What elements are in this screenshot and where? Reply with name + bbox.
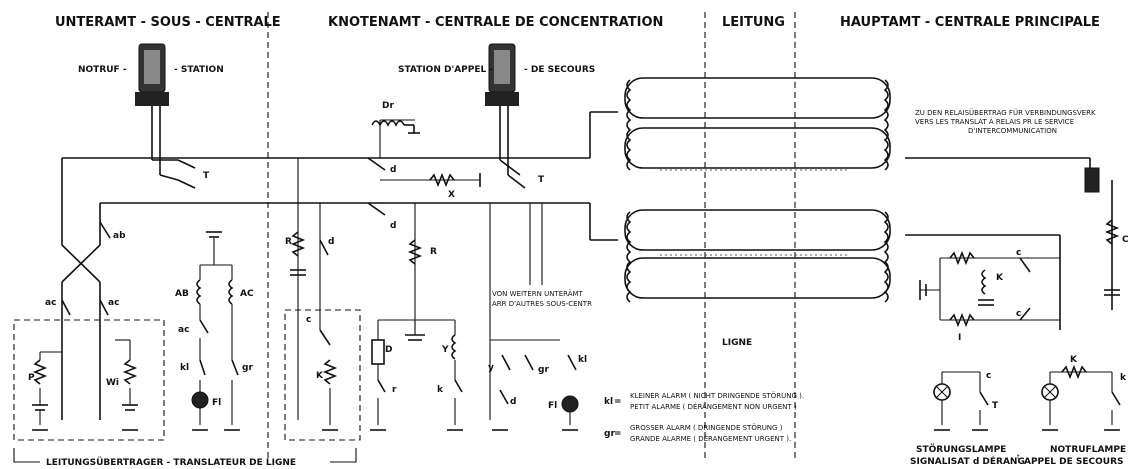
from-other-de: VON WEITERN UNTERÄMT xyxy=(492,289,584,298)
header-main-exchange: HAUPTAMT - CENTRALE PRINCIPALE xyxy=(840,15,1100,30)
header-junction: KNOTENAMT - CENTRALE DE CONCENTRATION xyxy=(328,15,663,30)
lamp-stoerung xyxy=(933,371,989,425)
notruf-station-phone xyxy=(135,43,169,175)
label-y: y xyxy=(488,363,494,373)
legend-eq-gr: = xyxy=(614,429,622,439)
relay-D-Y xyxy=(371,319,463,425)
label-ac-mid: ac xyxy=(178,325,189,335)
label-Y: Y xyxy=(441,345,449,355)
label-ac-left: ac xyxy=(45,298,56,308)
lamp-notruf xyxy=(1041,364,1121,425)
alarm-center xyxy=(490,339,579,425)
junction-translator-box xyxy=(284,309,361,441)
stoerung-fr: SIGNALISAT d DÉRANG xyxy=(910,455,1025,467)
label-ab: ab xyxy=(113,231,126,241)
relay-note-de: ZU DEN RELAISÜBERTRAG FÜR VERBINDUNGSVER… xyxy=(915,108,1096,117)
label-Fl-left: Fl xyxy=(212,398,221,408)
label-c-right-bot: c xyxy=(1016,309,1021,319)
header-sub-station: UNTERAMT - SOUS - CENTRALE xyxy=(55,15,281,30)
header-line: LEITUNG xyxy=(722,15,785,30)
label-AB: AB xyxy=(175,289,189,299)
label-Fl-center: Fl xyxy=(548,401,557,411)
label-C: C xyxy=(1122,235,1129,245)
label-c-left: c xyxy=(306,315,311,325)
label-d-top: d xyxy=(390,165,396,175)
stoerung-sup: t xyxy=(1017,453,1020,461)
legend-kl-fr: PETIT ALARME ( DÉRANGEMENT NON URGENT ) xyxy=(630,402,797,411)
label-d-center: d xyxy=(510,397,516,407)
line-transformers xyxy=(624,77,891,303)
label-I: I xyxy=(958,333,961,343)
switch-ab xyxy=(99,221,111,239)
label-d-mid: d xyxy=(390,221,396,231)
resistor-X xyxy=(429,172,481,188)
notruflampe-fr: APPEL DE SECOURS xyxy=(1024,457,1124,467)
legend-gr-key: gr xyxy=(604,429,615,439)
label-D: D xyxy=(385,345,392,355)
bottom-bracket-left xyxy=(13,448,357,463)
label-R-left: R xyxy=(285,237,292,247)
label-X: X xyxy=(448,190,455,200)
relay-K-left xyxy=(319,329,338,425)
legend-gr-de: GROSSER ALARM ( DRINGENDE STÖRUNG ) xyxy=(630,423,783,432)
resistor-R-mid xyxy=(407,239,423,265)
resistor-P xyxy=(32,351,62,425)
notruf-label-left: NOTRUF - xyxy=(78,65,127,75)
label-k-mid: k xyxy=(437,385,444,395)
line-translator-box xyxy=(13,319,165,441)
section-dividers xyxy=(267,12,796,460)
legend-gr-fr: GRANDE ALARME ( DÉRANGEMENT URGENT ). xyxy=(630,434,791,443)
label-Dr: Dr xyxy=(382,101,394,111)
resistor-Wi xyxy=(115,339,138,411)
label-T-left: T xyxy=(203,171,210,181)
legend-eq-kl: = xyxy=(614,397,622,407)
main-wiring xyxy=(61,111,1113,420)
label-K-right: K xyxy=(996,273,1004,283)
from-other-fr: ARR D'AUTRES SOUS-CENTR xyxy=(492,300,592,308)
label-kl-center: kl xyxy=(578,355,587,365)
label-d-left: d xyxy=(328,237,334,247)
label-c-right-top: c xyxy=(1016,248,1021,258)
switch-T-left xyxy=(152,159,196,189)
label-k-lamp: k xyxy=(1120,373,1127,383)
relay-note-fr2: D'INTERCOMMUNICATION xyxy=(968,127,1057,135)
label-gr-left: gr xyxy=(242,363,253,373)
label-kl-left: kl xyxy=(180,363,189,373)
label-T-center: T xyxy=(538,175,545,185)
relay-note-fr: VERS LES TRANSLAT À RELAIS PR LE SERVICE xyxy=(915,117,1074,126)
notruflampe-de: NOTRUFLAMPE xyxy=(1050,445,1126,455)
appel-station-phone xyxy=(485,43,519,175)
switch-d-top xyxy=(367,157,386,171)
legend-kl-de: KLEINER ALARM ( NICHT DRINGENDE STÖRUNG … xyxy=(630,391,804,400)
label-ac-right: ac xyxy=(108,298,119,308)
label-ligne: LIGNE xyxy=(722,338,752,348)
legend-kl-key: kl xyxy=(604,397,613,407)
bottom-left-caption: LEITUNGSÜBERTRAGER - TRANSLATEUR DE LIGN… xyxy=(46,457,296,468)
label-gr-center: gr xyxy=(538,365,549,375)
main-exchange-circuit xyxy=(919,167,1120,328)
label-Wi: Wi xyxy=(106,378,119,388)
relay-AB-AC xyxy=(196,231,234,360)
lamp-Fl-left xyxy=(191,359,239,425)
appel-label-left: STATION D'APPEL - xyxy=(398,65,493,75)
label-R-mid: R xyxy=(430,247,437,257)
label-r: r xyxy=(392,385,397,395)
stoerung-de: STÖRUNGSLAMPE xyxy=(916,444,1006,455)
label-P: P xyxy=(28,373,35,383)
resistor-R-left xyxy=(290,231,329,276)
label-K-left: K xyxy=(316,371,324,381)
label-c-lamp: c xyxy=(986,371,991,381)
appel-label-right: - DE SECOURS xyxy=(524,65,595,75)
label-K-lamp: K xyxy=(1070,355,1078,365)
label-T-lamp: T xyxy=(992,401,999,411)
label-AC: AC xyxy=(240,289,254,299)
switch-T-center xyxy=(499,159,526,189)
switch-d-mid xyxy=(367,202,386,216)
notruf-label-right: - STATION xyxy=(174,65,224,75)
inductor-Dr xyxy=(371,120,420,134)
switches-ac xyxy=(61,299,109,316)
